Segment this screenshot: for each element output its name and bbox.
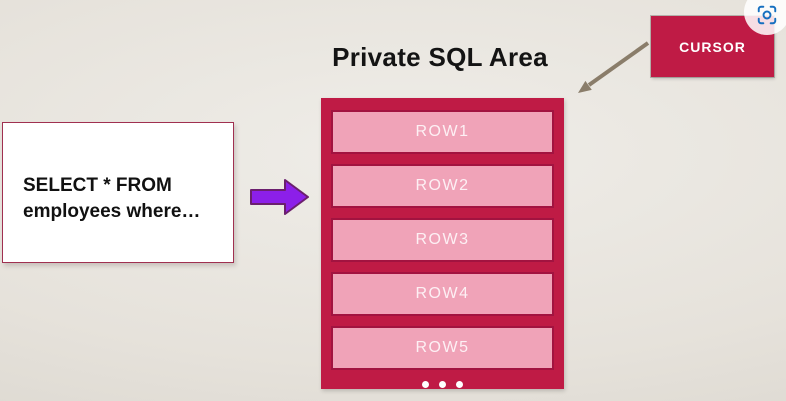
sql-row-2: ROW2 <box>331 164 554 208</box>
ellipsis-dot <box>422 381 429 388</box>
sql-query-box: SELECT * FROM employees where… <box>2 122 234 263</box>
ellipsis-dots-icon <box>331 381 554 388</box>
ellipsis-dot <box>456 381 463 388</box>
diagonal-arrow-icon <box>578 41 650 93</box>
row-label: ROW1 <box>415 123 470 140</box>
private-sql-area: ROW1 ROW2 ROW3 ROW4 ROW5 <box>321 98 564 389</box>
sql-row-1: ROW1 <box>331 110 554 154</box>
query-text-line-2: employees where… <box>23 200 201 222</box>
ellipsis-dot <box>439 381 446 388</box>
query-text-line-1: SELECT * FROM <box>23 174 172 196</box>
row-label: ROW3 <box>415 231 470 248</box>
right-block-arrow-icon <box>250 179 309 215</box>
sql-row-4: ROW4 <box>331 272 554 316</box>
visual-search-button[interactable] <box>744 0 786 35</box>
sql-row-3: ROW3 <box>331 218 554 262</box>
row-label: ROW2 <box>415 177 470 194</box>
visual-search-icon <box>757 5 777 25</box>
row-label: ROW5 <box>415 339 470 356</box>
cursor-label: CURSOR <box>679 38 746 55</box>
sql-row-5: ROW5 <box>331 326 554 370</box>
page-title: Private SQL Area <box>332 42 548 72</box>
row-label: ROW4 <box>415 285 470 302</box>
